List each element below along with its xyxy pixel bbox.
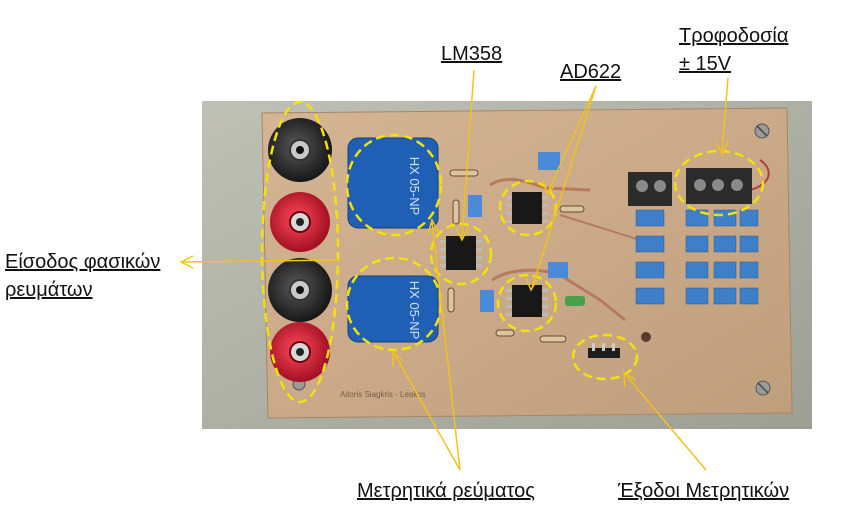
label-meter-outputs: Έξοδοι Μετρητικών xyxy=(618,480,790,502)
ad622-chip-bottom xyxy=(506,285,548,317)
banana-jacks xyxy=(268,118,332,382)
sensor-top-label: HX 05-NP xyxy=(407,157,422,216)
label-power-voltage: ± 15V xyxy=(679,53,732,75)
output-header-pins xyxy=(588,343,620,358)
pcb-board: Aitoris Siagkris - Leakos xyxy=(261,107,793,419)
highlight-ellipses xyxy=(260,100,765,404)
ellipse-ad622-top xyxy=(498,179,558,237)
terminal-block-left xyxy=(628,172,672,206)
lm358-chip xyxy=(440,236,482,270)
ellipse-sensor-top xyxy=(345,133,443,237)
ad622-chip-top xyxy=(506,192,548,224)
passive-components xyxy=(447,152,651,343)
label-phase-currents: ρευμάτων xyxy=(5,279,93,301)
label-phase-input: Είσοδος φασικών xyxy=(5,251,161,273)
ellipse-phase-inputs xyxy=(260,100,340,404)
ellipse-output-pins xyxy=(571,333,639,381)
power-terminal-block xyxy=(686,168,752,204)
label-lm358: LM358 xyxy=(441,43,503,65)
label-power-supply: Τροφοδοσία xyxy=(679,25,789,47)
ellipse-ad622-bottom xyxy=(496,273,558,333)
label-ad622: AD622 xyxy=(560,61,622,83)
sensor-bottom-label: HX 05-NP xyxy=(407,281,422,340)
annotation-arrows xyxy=(179,69,729,471)
label-current-meters: Μετρητικά ρεύματος xyxy=(357,480,535,502)
capacitor-array xyxy=(635,209,759,305)
current-sensor-bottom: HX 05-NP xyxy=(347,275,439,343)
ellipse-lm358 xyxy=(429,222,493,286)
board-silkscreen: Aitoris Siagkris - Leakos xyxy=(340,390,426,399)
current-sensor-top: HX 05-NP xyxy=(347,137,439,229)
mounting-screws xyxy=(292,123,771,396)
ellipse-power-terminal xyxy=(673,149,765,217)
